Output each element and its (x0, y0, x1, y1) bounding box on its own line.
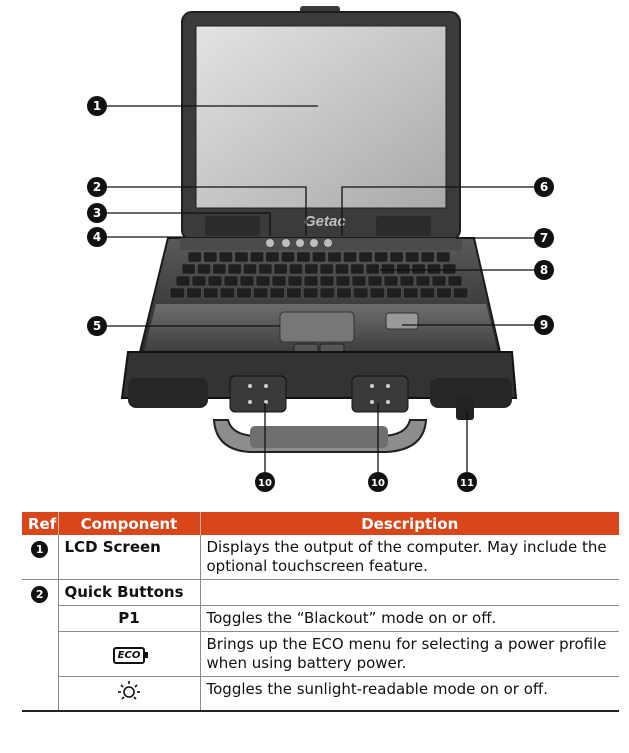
description-cell (199, 579, 619, 606)
brand-logo: Getac (304, 213, 346, 230)
component-cell: Quick Buttons (57, 579, 200, 606)
laptop-base (138, 237, 502, 357)
callouts: 1 2 3 4 5 6 7 8 9 10 10 11 (87, 96, 554, 492)
quick-buttons (266, 239, 332, 247)
component-cell: ECO (57, 631, 200, 677)
callout-9: 9 (534, 315, 554, 335)
ref-cell: 2 (22, 579, 58, 712)
table-row: P1 Toggles the “Blackout” mode on or off… (22, 605, 619, 632)
header-ref: Ref (22, 512, 59, 535)
hinge-left (205, 216, 260, 236)
fingerprint-reader (385, 312, 419, 330)
description-cell: Toggles the sunlight-readable mode on or… (199, 676, 619, 712)
header-description: Description (200, 512, 619, 535)
callout-label: 10 (258, 478, 272, 489)
callout-label: 8 (540, 263, 548, 277)
hinge-right (376, 216, 431, 236)
callout-10: 10 (368, 472, 388, 492)
touchpad (279, 311, 355, 343)
keyboard (169, 251, 469, 299)
ref-cell: 1 (22, 535, 58, 580)
callout-5: 5 (87, 316, 107, 336)
component-cell: P1 (57, 605, 200, 632)
table-row: 2 Quick Buttons (22, 579, 619, 712)
callout-3: 3 (87, 203, 107, 223)
callout-label: 11 (460, 478, 474, 489)
callout-label: 2 (93, 180, 101, 194)
ref-badge: 1 (31, 541, 49, 558)
eco-icon: ECO (112, 647, 148, 664)
callout-label: 9 (540, 318, 548, 332)
callout-label: 3 (93, 206, 101, 220)
callout-label: 4 (93, 230, 101, 244)
table-row: Toggles the sunlight-readable mode on or… (22, 676, 619, 712)
table-row: 1 LCD Screen Displays the output of the … (22, 535, 619, 580)
callout-label: 7 (540, 231, 548, 245)
callout-2: 2 (87, 177, 107, 197)
component-cell (57, 676, 200, 712)
sun-icon (118, 681, 140, 700)
components-table: Ref Component Description 1 LCD Screen D… (22, 512, 619, 712)
description-cell: Toggles the “Blackout” mode on or off. (199, 605, 619, 632)
callout-leaders (107, 105, 534, 472)
callout-10: 10 (255, 472, 275, 492)
callout-label: 10 (371, 478, 385, 489)
header-component: Component (58, 512, 201, 535)
callout-1: 1 (87, 96, 107, 116)
callout-label: 1 (93, 99, 101, 113)
component-cell: LCD Screen (57, 535, 200, 580)
front-bumper-handle (120, 351, 518, 453)
table-row: ECO Brings up the ECO menu for selecting… (22, 631, 619, 677)
lcd-screen (195, 25, 447, 209)
description-cell: Brings up the ECO menu for selecting a p… (199, 631, 619, 677)
callout-8: 8 (534, 260, 554, 280)
laptop-figure: Getac (87, 6, 554, 492)
ref-badge: 2 (31, 586, 49, 603)
table-header-row: Ref Component Description (22, 512, 619, 535)
callout-7: 7 (534, 228, 554, 248)
description-cell: Displays the output of the computer. May… (199, 535, 619, 580)
callout-6: 6 (534, 177, 554, 197)
callout-4: 4 (87, 227, 107, 247)
callout-11: 11 (457, 472, 477, 492)
callout-label: 6 (540, 180, 548, 194)
callout-label: 5 (93, 319, 101, 333)
lcd-lid: Getac (181, 6, 461, 241)
